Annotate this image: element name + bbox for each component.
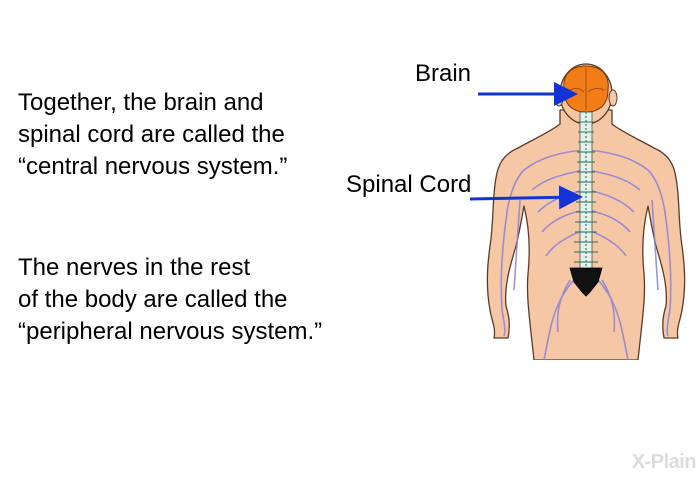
ear [554,89,564,107]
text-line: The nerves in the rest [18,254,251,281]
peripheral-nervous-system-text: The nerves in the rest of the body are c… [18,252,322,348]
ear [608,89,618,107]
spinal-cord-label: Spinal Cord [346,171,472,198]
nervous-system-illustration [460,60,700,360]
central-nervous-system-text: Together, the brain and spinal cord are … [18,87,287,183]
text-line: “peripheral nervous system.” [18,317,323,345]
peripheral-nerves [500,149,672,360]
logo-text: X-Plain [631,451,697,473]
human-back-figure [486,63,686,360]
x-plain-logo: X-Plain [631,451,697,474]
text-line: “central nervous system.” [18,152,288,180]
spinal-column [574,111,598,273]
text-line: Together, the brain and [18,89,264,116]
text-line: of the body are called the [18,285,288,313]
brain-label: Brain [415,60,472,87]
text-line: spinal cord are called the [18,120,285,148]
sacrum [569,267,603,297]
